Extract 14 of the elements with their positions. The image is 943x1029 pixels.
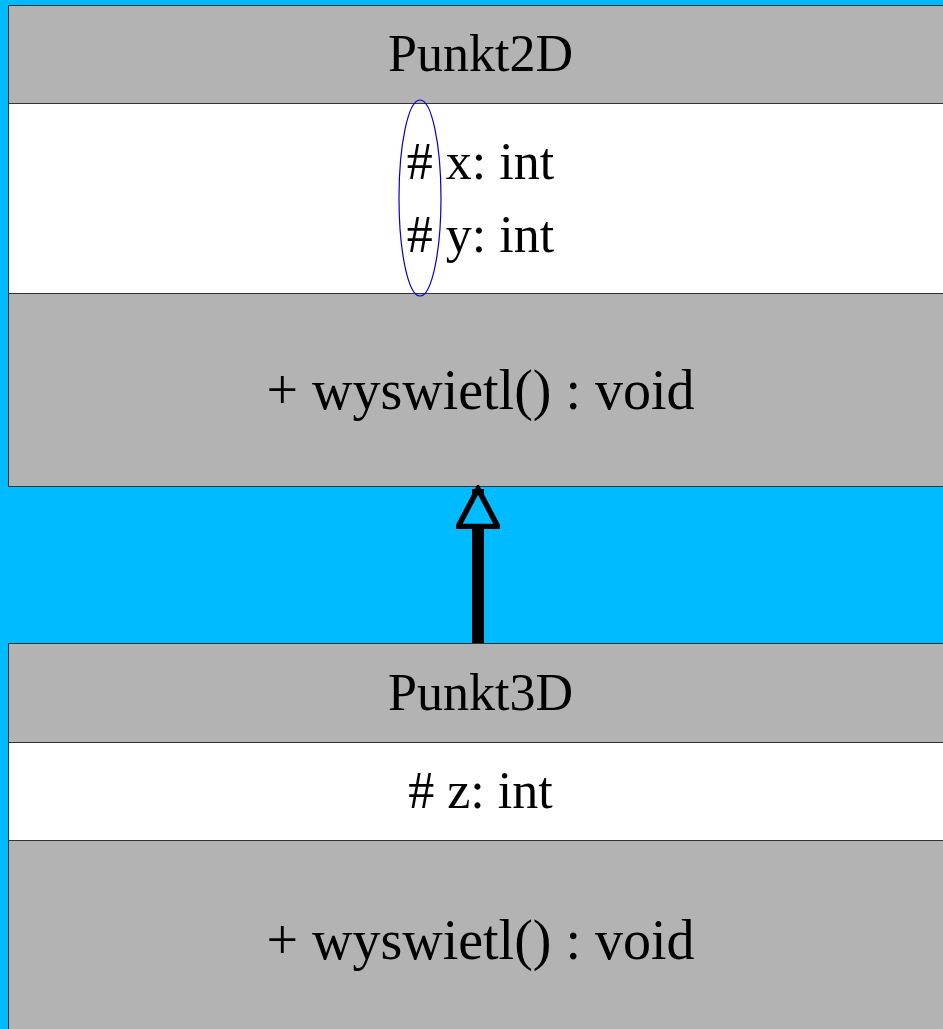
class-compartment xyxy=(8,643,943,743)
compartment-text: # x: int xyxy=(406,131,555,192)
compartment-text: + wyswietl() : void xyxy=(266,907,695,973)
class-compartment xyxy=(8,293,943,487)
class-compartment xyxy=(8,742,943,841)
compartment-text: # y: int xyxy=(406,204,555,265)
compartment-text: Punkt3D xyxy=(388,662,573,723)
compartment-text: # z: int xyxy=(408,761,553,822)
compartment-text: + wyswietl() : void xyxy=(266,357,695,423)
attributes-compartment xyxy=(8,103,943,294)
compartment-text: Punkt2D xyxy=(388,24,573,85)
class-compartment xyxy=(8,840,943,1029)
inheritance-arrow xyxy=(455,486,501,643)
class-compartment xyxy=(8,5,943,104)
